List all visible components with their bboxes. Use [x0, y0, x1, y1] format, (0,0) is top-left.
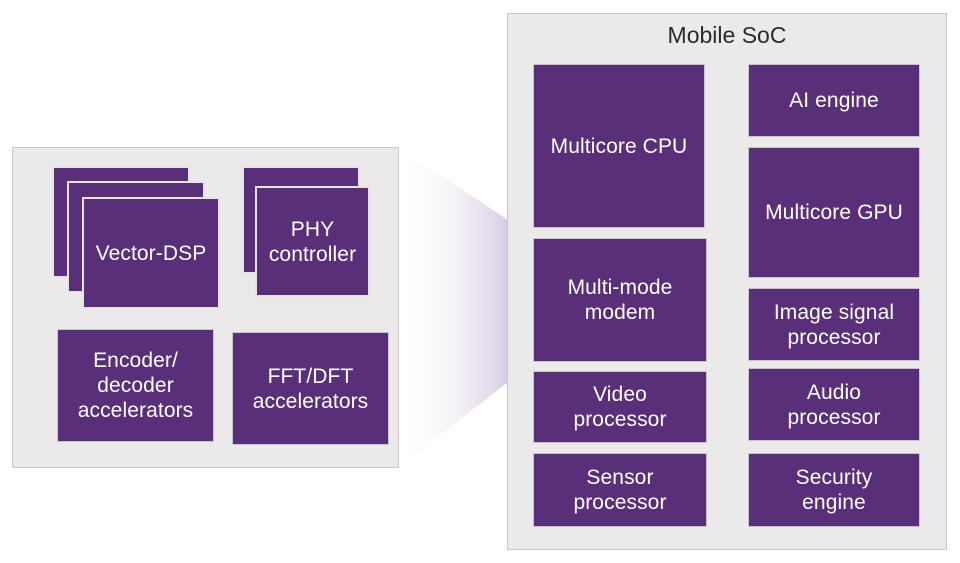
- multicore-gpu-label: Multicore GPU: [765, 201, 903, 224]
- sensor-processor-label: Sensor processor: [573, 466, 667, 514]
- image-signal-processor-label: Image signal processor: [773, 300, 895, 349]
- vector-dsp-label: Vector-DSP: [95, 241, 207, 265]
- image-signal-processor-block: Image signal processor: [748, 288, 920, 361]
- ai-engine-label: AI engine: [789, 89, 879, 112]
- video-processor-label: Video processor: [573, 383, 667, 431]
- multicore-cpu-block: Multicore CPU: [533, 64, 705, 228]
- audio-processor-label: Audio processor: [787, 380, 881, 429]
- security-engine-label: Security engine: [795, 466, 873, 514]
- multicore-gpu-block: Multicore GPU: [748, 147, 920, 278]
- vector-dsp-block: Vector-DSP: [82, 197, 220, 309]
- security-engine-block: Security engine: [748, 453, 920, 527]
- encoder-decoder-label: Encoder/ decoder accelerators: [77, 349, 194, 422]
- ai-engine-block: AI engine: [748, 64, 920, 137]
- phy-controller-block: PHY controller: [255, 186, 370, 297]
- multi-mode-modem-block: Multi-mode modem: [533, 238, 707, 362]
- multi-mode-modem-label: Multi-mode modem: [567, 276, 673, 324]
- multicore-cpu-label: Multicore CPU: [550, 134, 688, 158]
- fft-dft-block: FFT/DFT accelerators: [232, 332, 389, 445]
- mobile-soc-title: Mobile SoC: [667, 22, 787, 48]
- audio-processor-block: Audio processor: [748, 368, 920, 441]
- zoom-trapezoid: [398, 147, 535, 468]
- encoder-decoder-block: Encoder/ decoder accelerators: [57, 329, 214, 442]
- fft-dft-label: FFT/DFT accelerators: [252, 364, 369, 413]
- phy-controller-label: PHY controller: [268, 217, 357, 266]
- video-processor-block: Video processor: [533, 371, 707, 443]
- sensor-processor-block: Sensor processor: [533, 453, 707, 527]
